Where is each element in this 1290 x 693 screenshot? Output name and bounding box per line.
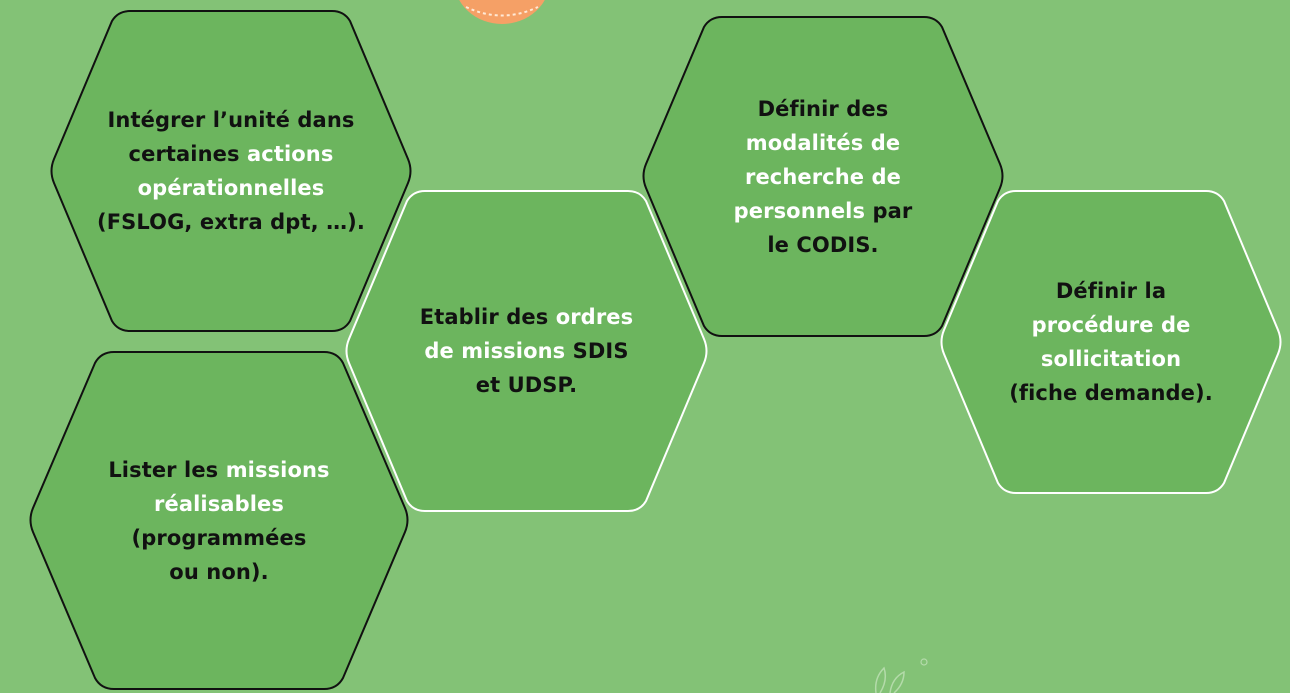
highlighted-term: réalisables [154, 491, 284, 516]
hexagon-text-line: procédure de [938, 308, 1284, 342]
hexagon-text-line: Lister les missions [26, 452, 412, 486]
hexagon-text-line: Définir des [640, 91, 1006, 125]
hexagon-text-line: (FSLOG, extra dpt, …). [48, 205, 414, 239]
hexagon-text-line: certaines actions [48, 137, 414, 171]
hexagon-missions-realisables: Lister les missions réalisables (programmé… [26, 350, 412, 691]
hexagon-shape [50, 10, 412, 332]
hexagon-text-line: (programmées [26, 521, 412, 555]
highlighted-term: personnels [733, 198, 866, 223]
hexagon-modalites-recherche: Définir des modalités de recherche de perso… [640, 15, 1006, 338]
text-segment: ou non). [169, 559, 269, 584]
highlighted-term: opérationnelles [137, 176, 325, 200]
hexagon-shape [345, 190, 708, 512]
text-segment: Définir des [757, 96, 889, 121]
text-segment: Intégrer l’unité dans [107, 107, 355, 132]
hexagon-text-line: opérationnelles [48, 171, 414, 205]
text-segment: SDIS [565, 338, 629, 363]
hexagon-shape [642, 16, 1004, 337]
hexagon-text: Définir la procédure de sollicitation (fich… [938, 274, 1284, 410]
hexagon-text: Lister les missions réalisables (programmé… [26, 452, 412, 588]
hexagon-text-line: sollicitation [938, 342, 1284, 376]
text-segment: et UDSP. [475, 373, 578, 398]
hexagon-text-line: de missions SDIS [343, 334, 710, 368]
hexagon-shape [29, 351, 409, 690]
highlighted-term: actions [247, 141, 334, 166]
hexagon-text-line: et UDSP. [343, 368, 710, 402]
text-segment: (FSLOG, extra dpt, …). [97, 210, 365, 235]
text-segment: certaines [128, 141, 248, 166]
highlighted-term: recherche de [744, 164, 902, 189]
highlighted-term: ordres [555, 304, 634, 329]
text-segment: (programmées [131, 525, 307, 550]
hexagon-actions-operationnelles: Intégrer l’unité dans certaines actions op… [48, 9, 414, 333]
hexagon-text-line: Intégrer l’unité dans [48, 103, 414, 137]
hexagon-text-line: (fiche demande). [938, 376, 1284, 410]
top-badge-icon [459, 0, 545, 24]
hexagon-text-line: ou non). [26, 555, 412, 589]
hexagon-text-line: le CODIS. [640, 228, 1006, 262]
highlighted-term: procédure de [1031, 312, 1191, 337]
hexagon-procedure-sollicitation: Définir la procédure de sollicitation (fich… [938, 189, 1284, 495]
highlighted-term: de missions [424, 338, 566, 363]
text-segment: le CODIS. [767, 232, 879, 257]
hexagon-text-line: recherche de [640, 159, 1006, 193]
hexagon-text: Définir des modalités de recherche de perso… [640, 91, 1006, 261]
text-segment: Définir la [1055, 278, 1167, 303]
hexagon-text-line: personnels par [640, 194, 1006, 228]
leaf-decoration-icon [874, 658, 928, 693]
hexagon-shape [940, 190, 1282, 494]
hexagon-text-line: modalités de [640, 125, 1006, 159]
highlighted-term: sollicitation [1040, 347, 1182, 371]
text-segment: par [865, 198, 913, 223]
highlighted-term: modalités de [745, 130, 901, 155]
text-segment: Lister les [108, 457, 226, 482]
hexagon-text: Intégrer l’unité dans certaines actions op… [48, 103, 414, 239]
highlighted-term: missions [225, 457, 330, 482]
hexagon-text-line: Définir la [938, 274, 1284, 308]
hexagon-text-line: Etablir des ordres [343, 300, 710, 334]
text-segment: (fiche demande). [1009, 381, 1213, 406]
text-segment: Etablir des [419, 304, 556, 329]
hexagon-text-line: réalisables [26, 486, 412, 520]
